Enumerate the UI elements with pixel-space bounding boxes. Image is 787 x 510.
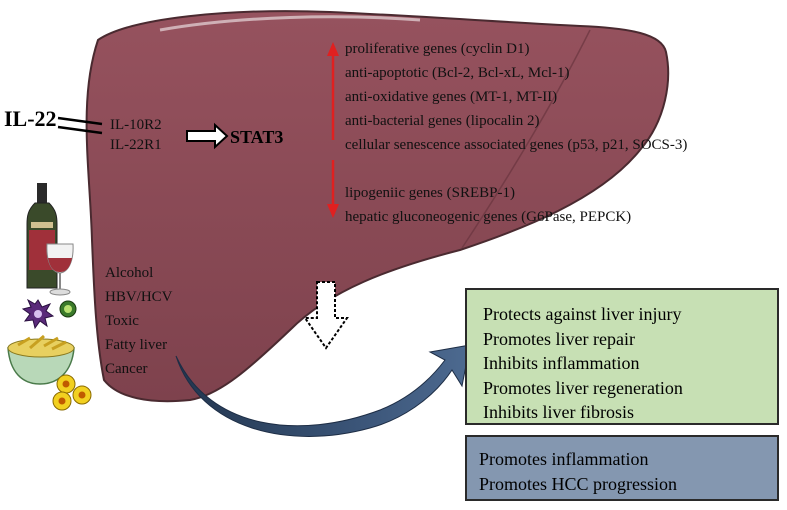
injury-cause: HBV/HCV — [105, 289, 173, 305]
binding-line-top — [57, 116, 103, 126]
beneficial-effect: Protects against liver injury — [483, 304, 682, 324]
outcome-dotted-arrow — [303, 281, 349, 350]
liver-highlight — [159, 15, 421, 32]
beneficial-effect: Promotes liver regeneration — [483, 377, 683, 398]
signal-arrow — [186, 122, 229, 150]
upregulated-gene: anti-oxidative genes (MT-1, MT-II) — [345, 89, 558, 105]
harmful-effect: Promotes HCC progression — [479, 473, 677, 494]
upregulated-gene: proliferative genes (cyclin D1) — [345, 41, 530, 57]
upregulated-gene: anti-apoptotic (Bcl-2, Bcl-xL, Mcl-1) — [345, 65, 570, 81]
injury-cause: Alcohol — [105, 265, 154, 281]
harmful-effect: Promotes inflammation — [479, 449, 649, 469]
upregulated-gene: cellular senescence associated genes (p5… — [345, 137, 688, 153]
upregulated-gene: anti-bacterial genes (lipocalin 2) — [345, 113, 540, 129]
beneficial-effect: Promotes liver repair — [483, 328, 635, 349]
receptor-label-il10r2: IL-10R2 — [110, 117, 162, 133]
binding-line-bottom — [57, 125, 103, 135]
toxic-pill-icon — [59, 300, 77, 318]
liver-lobe-line — [461, 29, 591, 249]
cancer-cells-icon — [52, 374, 92, 411]
downregulated-gene: lipogeniic genes (SREBP-1) — [345, 185, 515, 201]
upregulation-arrow-head — [327, 42, 339, 56]
receptor-label-il22r1: IL-22R1 — [110, 137, 162, 153]
beneficial-effect: Inhibits inflammation — [483, 353, 640, 373]
injury-cause: Cancer — [105, 361, 148, 377]
fatty-food-icon — [7, 334, 75, 385]
liver-shape — [85, 10, 670, 403]
virus-icon — [21, 298, 55, 330]
ligand-label: IL-22 — [4, 106, 57, 131]
injury-cause: Toxic — [105, 313, 139, 329]
beneficial-effect: Inhibits liver fibrosis — [483, 402, 634, 422]
transcription-factor-label: STAT3 — [230, 127, 284, 147]
downregulated-gene: hepatic gluconeogenic genes (G6Pase, PEP… — [345, 209, 632, 225]
wine-bottle-icon — [26, 183, 58, 289]
harmful-effects-box: Promotes inflammation Promotes HCC progr… — [465, 435, 779, 501]
beneficial-effects-box: Protects against liver injury Promotes l… — [465, 288, 779, 425]
wine-glass-icon — [46, 243, 74, 296]
downregulation-arrow-head — [327, 204, 339, 218]
injury-cause: Fatty liver — [105, 337, 168, 353]
